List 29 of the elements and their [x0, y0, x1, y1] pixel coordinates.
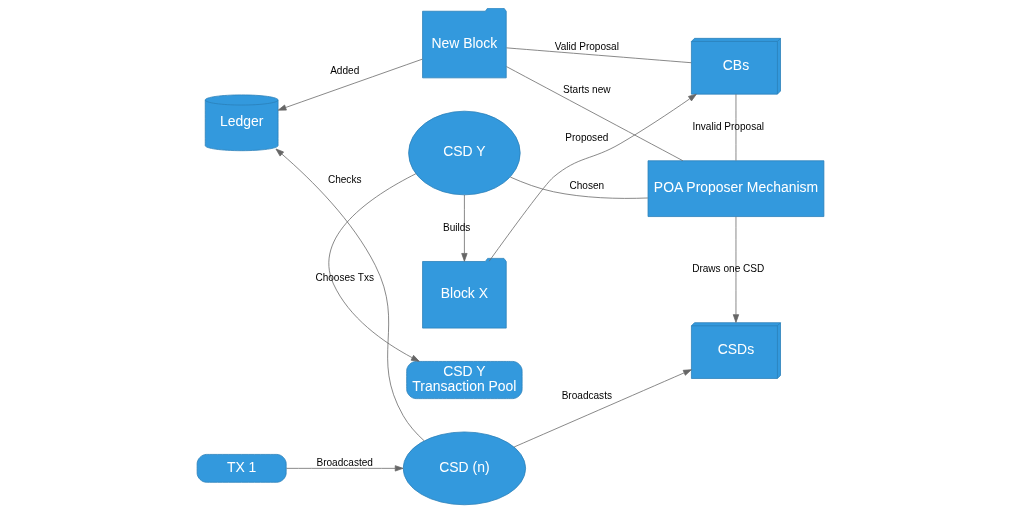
edge-label: Added	[330, 65, 360, 77]
edge-label: Chosen	[569, 179, 605, 191]
edge-label: Proposed	[565, 131, 609, 143]
connector	[506, 47, 692, 64]
arrow	[488, 93, 697, 262]
edge-label: Checks	[327, 173, 362, 185]
edge-label: Broadcasted	[316, 456, 373, 468]
node-ellipse: CSD Y	[408, 110, 521, 196]
connector	[509, 176, 649, 199]
edge-label: Draws one CSD	[692, 263, 765, 275]
edge-label: Broadcasts	[561, 389, 612, 401]
arrow	[732, 216, 740, 323]
node-box: CSD Y Transaction Pool	[406, 361, 523, 399]
node-box: TX 1	[196, 454, 287, 483]
arrow	[513, 369, 692, 448]
arrow	[277, 58, 423, 111]
edge-label: Chooses Txs	[315, 272, 374, 284]
edge-label: Builds	[442, 221, 471, 233]
arrow	[328, 173, 420, 362]
arrow	[286, 465, 404, 472]
node-box: POA Proposer Mechanism	[647, 160, 825, 217]
arrow	[461, 194, 468, 262]
node-ellipse: CSD (n)	[402, 431, 526, 506]
connector	[506, 66, 684, 162]
arrow	[275, 148, 425, 442]
connector	[735, 93, 737, 161]
edge-label: Starts new	[563, 83, 611, 95]
edge-label: Invalid Proposal	[692, 121, 765, 133]
edge-label: Valid Proposal	[554, 40, 619, 52]
